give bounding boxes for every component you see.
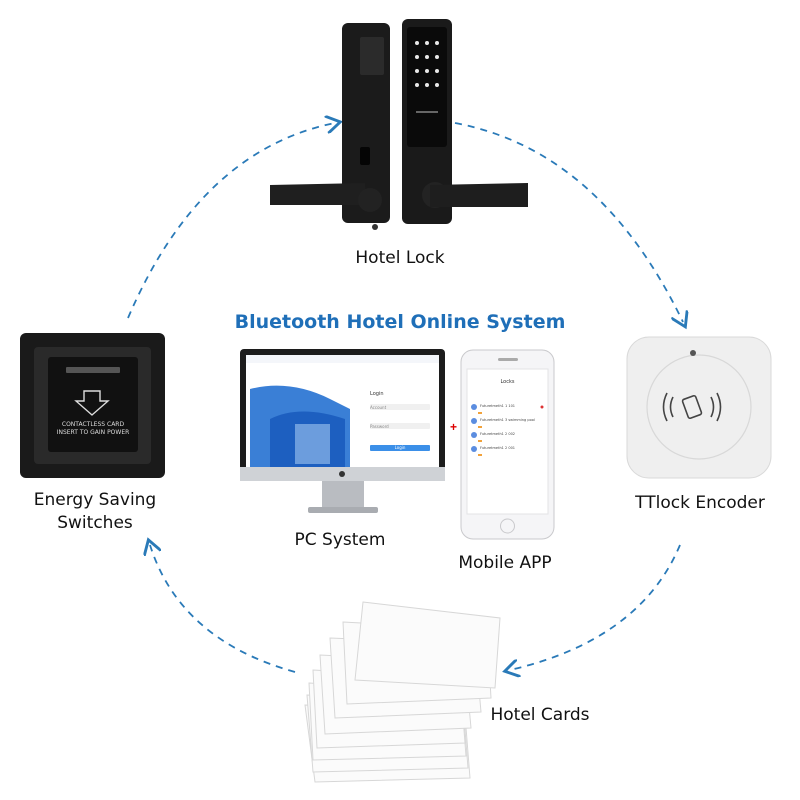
pc-field-account: Account [370, 405, 387, 410]
phone-row-2: Futuretmeth1 3 swimming pool [480, 418, 535, 422]
arrow-encoder-to-cards [510, 544, 681, 670]
pc-system-image: Login Account Password Login [240, 349, 445, 521]
pc-login-title: Login [370, 391, 384, 397]
plus-sign: + [450, 420, 458, 434]
switch-line-2: INSERT TO GAIN POWER [56, 429, 130, 436]
hotel-lock-label: Hotel Lock [355, 248, 445, 268]
phone-row-1: Futuretmeth1 1 101 [480, 404, 516, 408]
pc-login-button: Login [394, 445, 406, 450]
pc-field-password: Password [370, 424, 389, 429]
ttlock-encoder-image [625, 335, 773, 480]
arrow-switch-to-lock [127, 123, 335, 319]
energy-switch-label-2: Switches [57, 513, 133, 533]
phone-row-3: Futuretmeth1 2 002 [480, 432, 516, 436]
system-title: Bluetooth Hotel Online System [234, 311, 566, 333]
phone-row-4: Futuretmeth1 2 001 [480, 446, 516, 450]
arrow-lock-to-encoder [454, 122, 683, 322]
hotel-lock-image [270, 15, 530, 240]
arrow-cards-to-switch [150, 545, 296, 673]
energy-switch-image: CONTACTLESS CARD INSERT TO GAIN POWER [20, 333, 165, 478]
phone-header: Locks [500, 379, 515, 385]
energy-switch-label-1: Energy Saving [33, 490, 157, 510]
ttlock-encoder-label: TTlock Encoder [635, 493, 765, 513]
hotel-cards-image [295, 600, 505, 785]
mobile-app-label: Mobile APP [458, 553, 552, 573]
mobile-app-image: Locks Futuretmeth1 1 101 Futuretmeth1 3 … [460, 349, 555, 540]
pc-system-label: PC System [294, 530, 386, 550]
switch-line-1: CONTACTLESS CARD [61, 421, 125, 428]
hotel-cards-label: Hotel Cards [490, 705, 590, 725]
